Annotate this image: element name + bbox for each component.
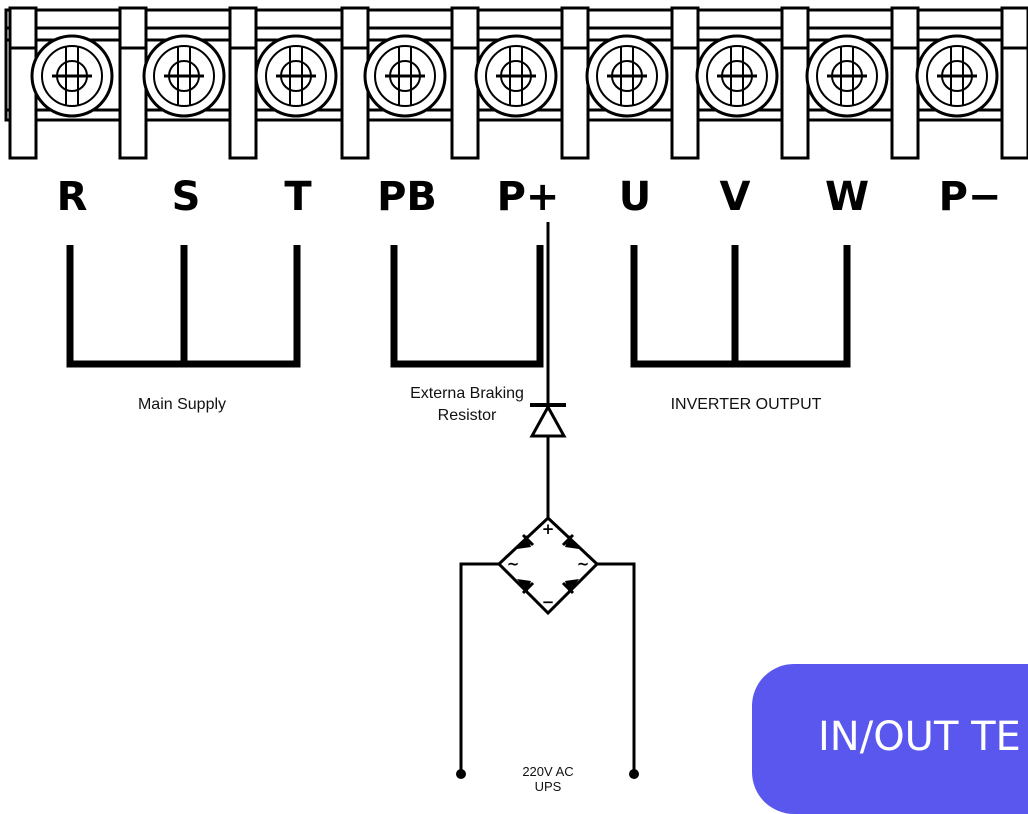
terminal-screw-icon[interactable] [474,34,558,118]
terminal-label: U [619,174,651,220]
terminal-separator [450,6,480,160]
terminal-label: S [172,174,201,220]
bridge-diode-nw [517,533,535,549]
terminal-separator [1000,6,1028,160]
bridge-ac-left-sign: ~ [507,555,520,573]
main-supply-bracket [66,245,301,368]
badge-text: IN/OUT TE [818,714,1021,760]
terminal-separator [780,6,810,160]
terminal-label: P− [939,174,1002,220]
terminal-label: W [825,174,869,220]
bridge-diode-ne [561,533,579,549]
terminal-separator [890,6,920,160]
ups-terminal-left [456,769,466,779]
terminal-screw-icon[interactable] [695,34,779,118]
blocking-diode-symbol [529,403,567,438]
bridge-rectifier [496,515,600,616]
ac-input-leads [459,562,636,772]
braking-resistor-bracket [390,245,544,368]
bridge-ac-right-sign: ~ [577,555,590,573]
terminal-separator [118,6,148,160]
ups-caption-line2: UPS [535,779,562,794]
bridge-diode-sw [517,579,535,595]
terminal-screw-icon[interactable] [30,34,114,118]
terminal-label: T [284,174,312,220]
main-supply-caption: Main Supply [138,396,226,413]
bridge-diode-se [561,579,579,595]
braking-caption-line2: Resistor [438,407,497,424]
terminal-separator [670,6,700,160]
terminal-label: PB [377,174,437,220]
terminal-label: R [57,174,88,220]
inverter-output-bracket [630,245,851,368]
terminal-label: V [720,174,751,220]
terminal-screw-icon[interactable] [363,34,447,118]
terminal-block [4,6,1028,160]
inverter-output-caption: INVERTER OUTPUT [671,396,822,413]
terminal-screw-icon[interactable] [142,34,226,118]
terminal-separator [560,6,590,160]
ups-terminal-right [629,769,639,779]
terminal-screw-icon[interactable] [585,34,669,118]
bridge-plus-sign: + [542,520,555,538]
terminal-screw-icon[interactable] [254,34,338,118]
terminal-separator [340,6,370,160]
braking-caption-line1: Externa Braking [410,385,524,402]
ups-caption-line1: 220V AC [522,764,573,779]
terminal-separator [228,6,258,160]
in-out-badge[interactable]: IN/OUT TE [752,664,1028,814]
terminal-label: P+ [497,174,560,220]
terminal-screw-icon[interactable] [915,34,999,118]
terminal-screw-icon[interactable] [805,34,889,118]
bridge-minus-sign: − [542,593,555,611]
terminal-labels: R S T PB P+ U V W P− [57,174,1002,220]
